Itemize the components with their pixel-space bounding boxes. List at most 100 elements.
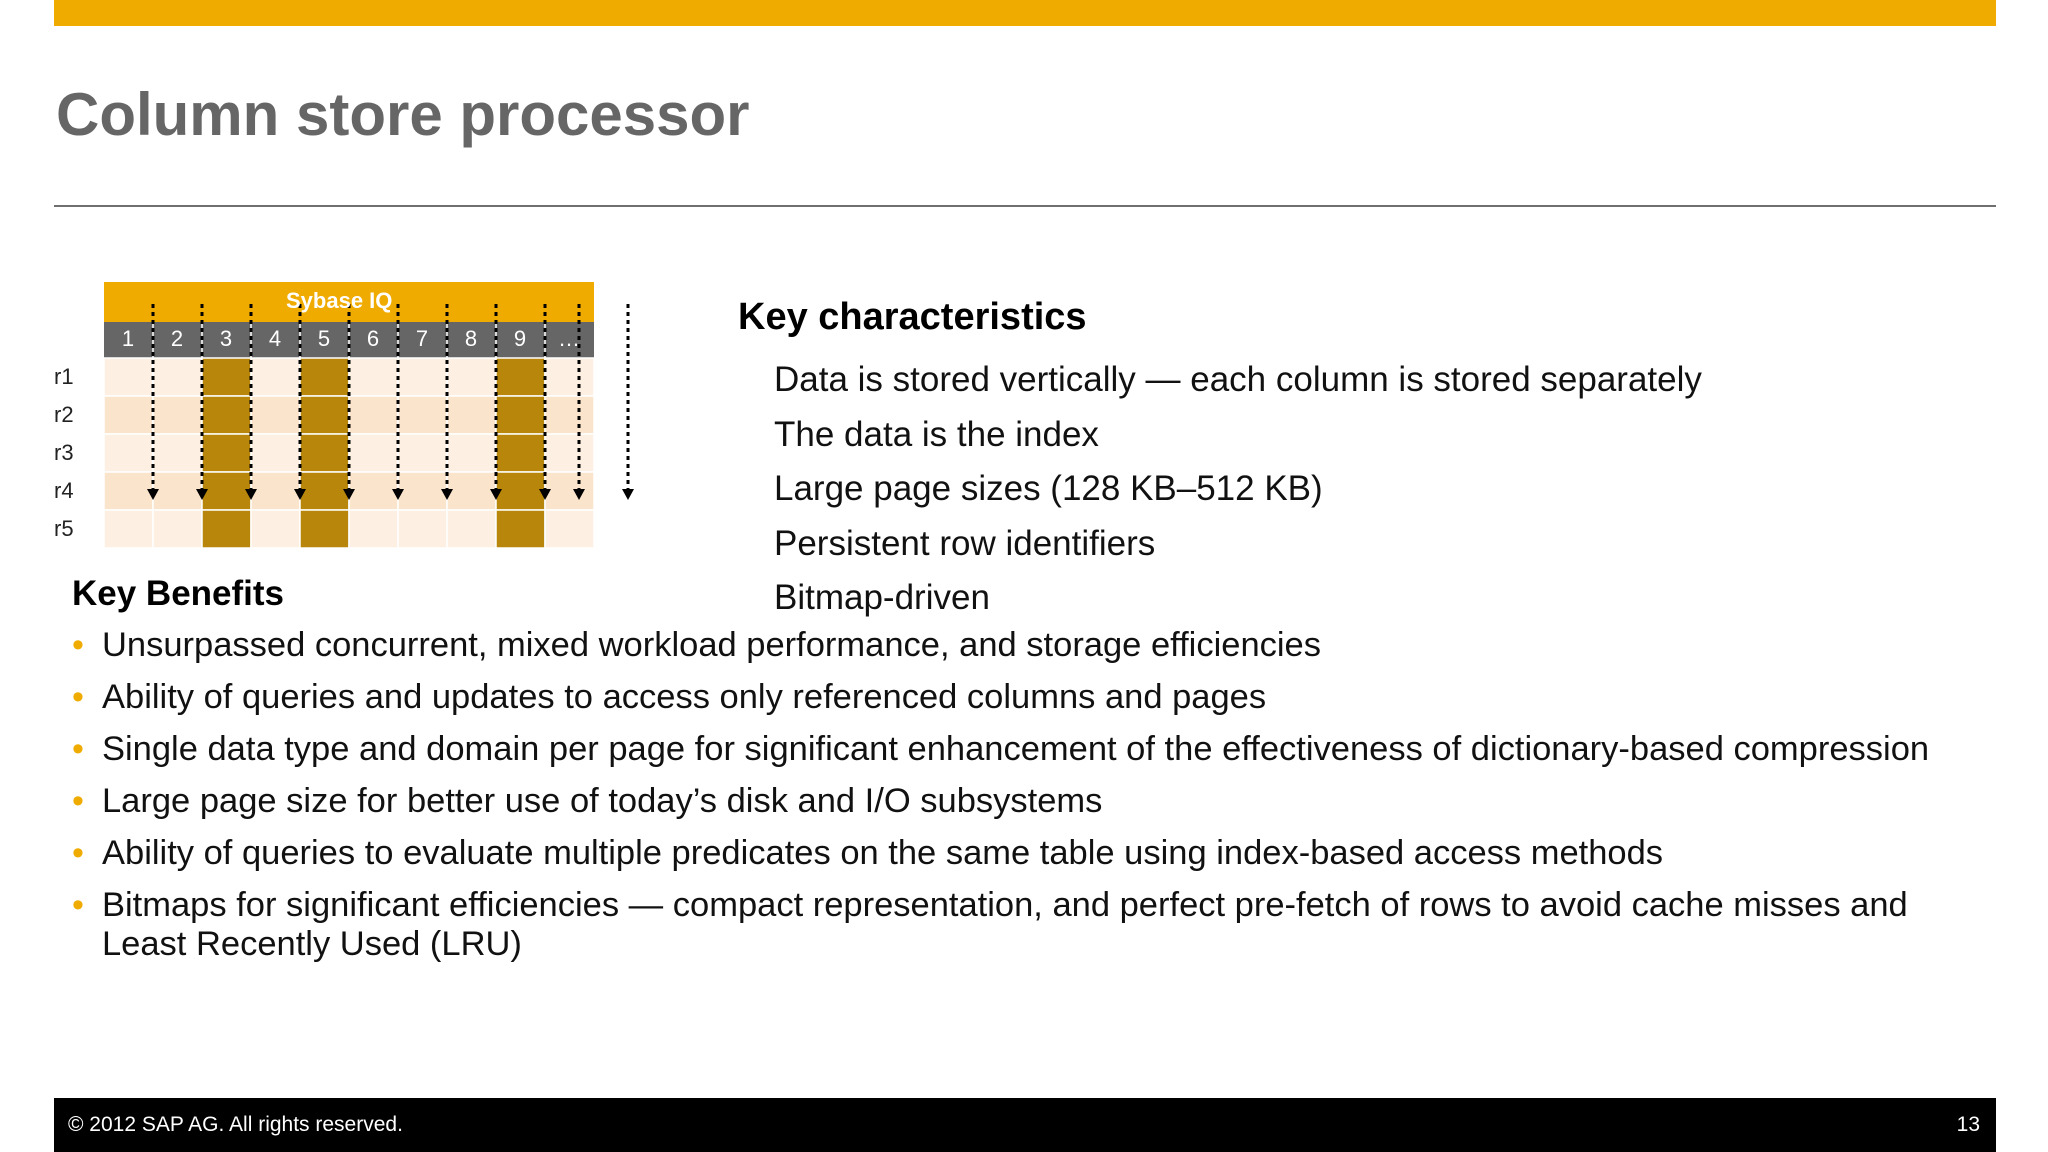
highlighted-cell bbox=[299, 471, 350, 511]
column-label: 8 bbox=[464, 326, 478, 351]
benefits-list: •Unsurpassed concurrent, mixed workload … bbox=[72, 626, 1982, 977]
table-cell bbox=[250, 471, 301, 511]
table-cell bbox=[103, 357, 154, 397]
benefits-heading: Key Benefits bbox=[72, 574, 285, 613]
benefit-text: Single data type and domain per page for… bbox=[102, 730, 1930, 768]
highlighted-cell bbox=[495, 509, 546, 549]
table-cell bbox=[446, 433, 497, 473]
table-cell bbox=[250, 433, 301, 473]
arrow-head-icon bbox=[622, 489, 634, 500]
column-label: 7 bbox=[415, 326, 429, 351]
table-cell bbox=[446, 471, 497, 511]
diagram-banner-label: Sybase IQ bbox=[286, 288, 393, 313]
table-cell bbox=[152, 395, 203, 435]
diagram-graphic bbox=[103, 282, 634, 549]
arrow-head-icon bbox=[573, 489, 585, 500]
highlighted-cell bbox=[299, 433, 350, 473]
table-cell bbox=[152, 509, 203, 549]
table-cell bbox=[544, 357, 595, 397]
benefit-text: Large page size for better use of today’… bbox=[102, 782, 1103, 820]
table-cell bbox=[397, 357, 448, 397]
characteristics-heading: Key characteristics bbox=[738, 296, 1087, 338]
table-cell bbox=[446, 357, 497, 397]
table-cell bbox=[103, 433, 154, 473]
table-cell bbox=[103, 395, 154, 435]
highlighted-cell bbox=[299, 357, 350, 397]
highlighted-cell bbox=[495, 471, 546, 511]
highlighted-cell bbox=[299, 395, 350, 435]
table-cell bbox=[348, 509, 399, 549]
row-label: r3 bbox=[54, 440, 74, 465]
table-cell bbox=[544, 395, 595, 435]
title-divider bbox=[54, 205, 1996, 207]
bullet-icon: • bbox=[72, 678, 84, 716]
benefit-item: •Unsurpassed concurrent, mixed workload … bbox=[72, 626, 1982, 665]
bullet-icon: • bbox=[72, 886, 84, 924]
row-label: r5 bbox=[54, 516, 74, 541]
characteristic-item: Persistent row identifiers bbox=[774, 523, 1156, 563]
table-cell bbox=[544, 433, 595, 473]
bullet-icon: • bbox=[72, 730, 84, 768]
column-label: … bbox=[558, 326, 580, 351]
row-label: r2 bbox=[54, 402, 74, 427]
table-cell bbox=[348, 357, 399, 397]
column-label: 1 bbox=[121, 326, 135, 351]
table-cell bbox=[544, 471, 595, 511]
table-cell bbox=[397, 433, 448, 473]
table-cell bbox=[544, 509, 595, 549]
arrow-head-icon bbox=[490, 489, 502, 500]
highlighted-cell bbox=[201, 509, 252, 549]
table-cell bbox=[103, 509, 154, 549]
table-cell bbox=[103, 471, 154, 511]
arrow-head-icon bbox=[294, 489, 306, 500]
column-label: 2 bbox=[170, 326, 184, 351]
highlighted-cell bbox=[201, 433, 252, 473]
page-number: 13 bbox=[1956, 1113, 1980, 1136]
benefit-item: • Ability of queries and updates to acces… bbox=[72, 678, 1982, 717]
characteristic-item: The data is the index bbox=[774, 414, 1099, 454]
characteristic-item: Bitmap-driven bbox=[774, 578, 990, 617]
bullet-icon: • bbox=[72, 782, 84, 820]
table-cell bbox=[397, 509, 448, 549]
top-accent-bar bbox=[54, 0, 1996, 26]
benefit-text: Ability of queries and updates to access… bbox=[102, 678, 1267, 716]
benefit-text: Ability of queries to evaluate multiple … bbox=[102, 834, 1664, 872]
footer-copyright: © 2012 SAP AG. All rights reserved. bbox=[68, 1113, 403, 1136]
column-label: 6 bbox=[366, 326, 380, 351]
characteristics-list: Data is stored vertically — each column … bbox=[774, 353, 1702, 626]
table-cell bbox=[446, 395, 497, 435]
characteristic-item: Data is stored vertically — each column … bbox=[774, 360, 1702, 399]
table-cell bbox=[446, 509, 497, 549]
table-cell bbox=[250, 357, 301, 397]
table-cell bbox=[152, 433, 203, 473]
highlighted-cell bbox=[495, 357, 546, 397]
table-cell bbox=[348, 433, 399, 473]
table-cell bbox=[250, 509, 301, 549]
highlighted-cell bbox=[495, 395, 546, 435]
benefit-item: • Single data type and domain per page fo… bbox=[72, 730, 1982, 769]
bullet-icon: • bbox=[72, 626, 84, 664]
characteristic-item: Large page sizes (128 KB–512 KB) bbox=[774, 469, 1323, 508]
arrow-head-icon bbox=[196, 489, 208, 500]
arrow-head-icon bbox=[245, 489, 257, 500]
benefit-text: Bitmaps for significant efficiencies — c… bbox=[102, 886, 1908, 963]
column-label: 4 bbox=[268, 326, 282, 351]
row-label: r1 bbox=[54, 364, 74, 389]
table-cell bbox=[397, 395, 448, 435]
table-cell bbox=[152, 471, 203, 511]
arrow-head-icon bbox=[343, 489, 355, 500]
highlighted-cell bbox=[201, 395, 252, 435]
table-cell bbox=[250, 395, 301, 435]
column-label: 9 bbox=[513, 326, 527, 351]
arrow-head-icon bbox=[539, 489, 551, 500]
table-cell bbox=[348, 471, 399, 511]
arrow-head-icon bbox=[441, 489, 453, 500]
benefit-item: • Bitmaps for significant efficiencies — … bbox=[72, 886, 1982, 964]
benefit-item: • Ability of queries to evaluate multiple… bbox=[72, 834, 1982, 873]
column-label: 3 bbox=[219, 326, 233, 351]
highlighted-cell bbox=[299, 509, 350, 549]
slide-title: Column store processor bbox=[56, 81, 750, 148]
bullet-icon: • bbox=[72, 834, 84, 872]
